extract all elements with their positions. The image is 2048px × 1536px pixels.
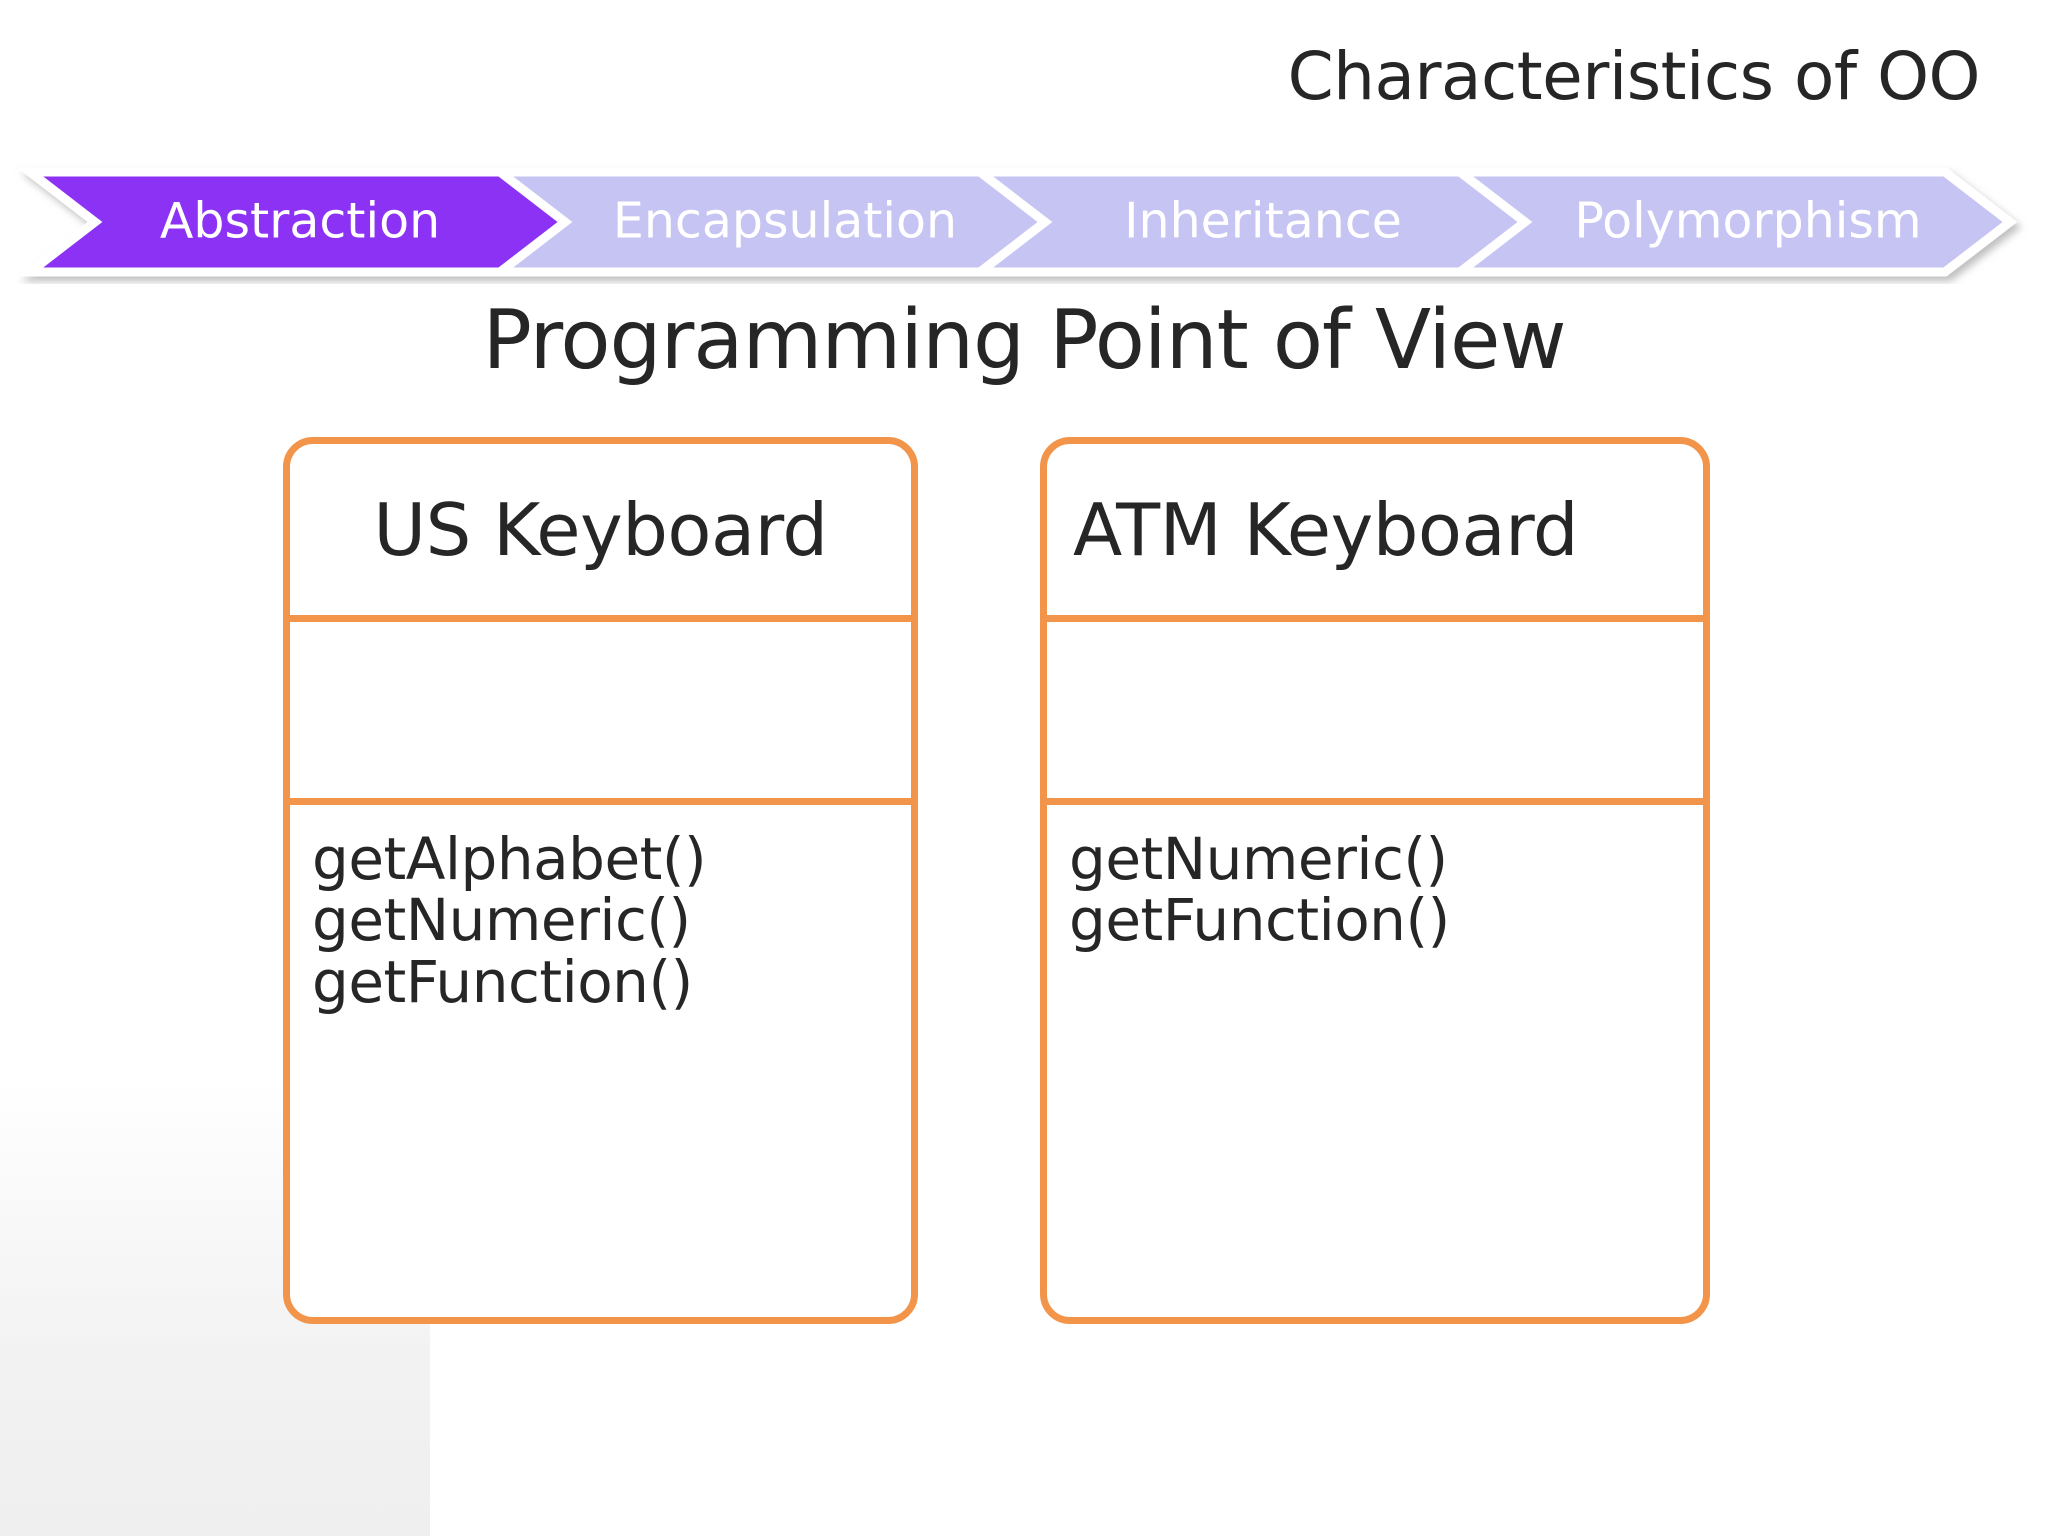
uml-class-box-atm-keyboard: ATM Keyboard getNumeric() getFunction() [1040, 437, 1710, 1324]
process-step-label: Polymorphism [1574, 193, 1921, 250]
process-step-polymorphism[interactable]: Polymorphism [1446, 167, 2018, 277]
uml-methods-compartment: getAlphabet() getNumeric() getFunction() [290, 805, 911, 1317]
uml-class-name: ATM Keyboard [1047, 444, 1703, 622]
uml-method: getFunction() [1069, 886, 1450, 955]
process-step-inheritance[interactable]: Inheritance [966, 167, 1538, 277]
uml-attributes-compartment [290, 622, 911, 805]
uml-method: getAlphabet() [312, 825, 707, 893]
process-step-label: Inheritance [1124, 193, 1402, 250]
uml-method: getFunction() [312, 947, 693, 1016]
uml-class-name: US Keyboard [290, 444, 911, 622]
uml-method: getNumeric() [312, 886, 691, 955]
uml-attributes-compartment [1047, 622, 1703, 805]
section-heading: Programming Point of View [482, 293, 1566, 388]
process-step-label: Abstraction [160, 193, 440, 250]
process-step-encapsulation[interactable]: Encapsulation [486, 167, 1058, 277]
process-chevron-bar: Abstraction Encapsulation Inheritance Po… [0, 160, 2048, 284]
uml-methods-compartment: getNumeric() getFunction() [1047, 805, 1703, 1317]
process-step-abstraction[interactable]: Abstraction [16, 167, 578, 277]
process-step-label: Encapsulation [613, 193, 957, 250]
uml-method: getNumeric() [1069, 825, 1448, 893]
chevron-shape-polymorphism [1446, 167, 2018, 277]
page-title: Characteristics of OO [1287, 38, 1981, 115]
uml-class-box-us-keyboard: US Keyboard getAlphabet() getNumeric() g… [283, 437, 918, 1324]
